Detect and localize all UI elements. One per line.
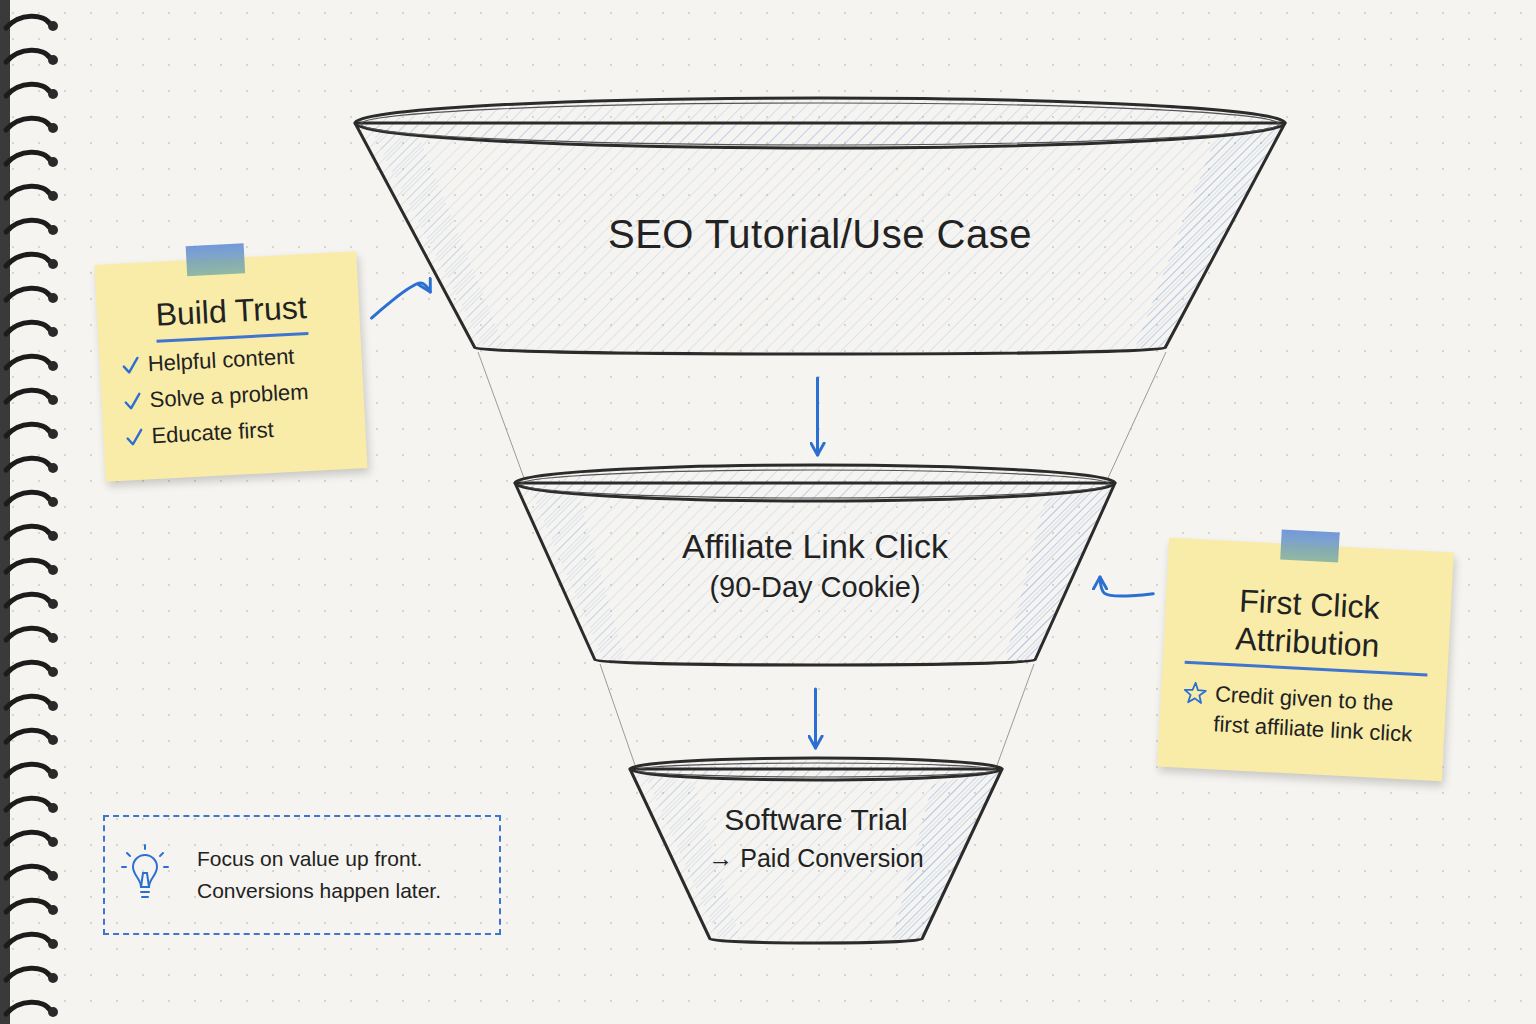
text-row: (90-Day Cookie) — [515, 567, 1115, 607]
check-mark — [125, 427, 144, 448]
check-mark — [123, 391, 142, 412]
tape — [1280, 530, 1339, 563]
spiral-binding — [6, 16, 58, 1017]
text-row: Affiliate Link Click — [515, 525, 1115, 567]
node-title: Software Trial — [724, 803, 907, 836]
funnel-stage: Software Trial → Paid Conversion — [630, 758, 1002, 943]
sticky-note: First Click AttributionCredit given to t… — [1157, 538, 1454, 782]
text-row: Build Trust — [118, 286, 344, 345]
text-row: Focus on value up front. Conversions hap… — [197, 843, 483, 907]
lightbulb-icon — [119, 843, 179, 913]
text-row: Solve a problem — [123, 375, 348, 417]
text-row: → Paid Conversion — [630, 840, 1002, 876]
node-title: SEO Tutorial/Use Case — [608, 212, 1032, 256]
page-edge — [0, 0, 10, 1024]
node-title: Build Trust — [155, 288, 308, 343]
callout-arrow — [1100, 577, 1153, 596]
tip-box: Focus on value up front. Conversions hap… — [103, 815, 501, 935]
funnel-outline — [515, 465, 1115, 665]
node-text: → Paid Conversion — [708, 844, 923, 872]
star-icon — [1182, 681, 1207, 706]
funnel-stage: Affiliate Link Click (90-Day Cookie) — [515, 465, 1115, 665]
text-row: First Click Attribution — [1185, 579, 1432, 677]
sticky-note: Build TrustHelpful contentSolve a proble… — [95, 251, 368, 481]
node-title: Focus on value up front. Conversions hap… — [197, 847, 441, 902]
node-text: Credit given to the first affiliate link… — [1213, 679, 1427, 750]
text-row: Software Trial — [630, 800, 1002, 840]
flow-arrow — [814, 689, 817, 748]
tape — [186, 243, 245, 276]
funnel-guide-lines — [478, 352, 1166, 768]
text-row: Educate first — [125, 411, 350, 453]
node-text: Educate first — [151, 415, 275, 451]
text-row: Credit given to the first affiliate link… — [1181, 678, 1427, 751]
flow-arrow — [816, 378, 819, 455]
node-text: (90-Day Cookie) — [709, 571, 920, 603]
node-title: First Click Attribution — [1185, 579, 1432, 677]
node-title: Affiliate Link Click — [682, 527, 948, 565]
check-mark — [121, 355, 140, 376]
node-text: Solve a problem — [149, 377, 309, 415]
node-text: Helpful content — [147, 342, 295, 380]
text-row: SEO Tutorial/Use Case — [355, 210, 1285, 258]
text-row: Helpful content — [121, 339, 346, 381]
funnel-stage: SEO Tutorial/Use Case — [355, 98, 1285, 354]
callout-arrow — [371, 283, 430, 318]
